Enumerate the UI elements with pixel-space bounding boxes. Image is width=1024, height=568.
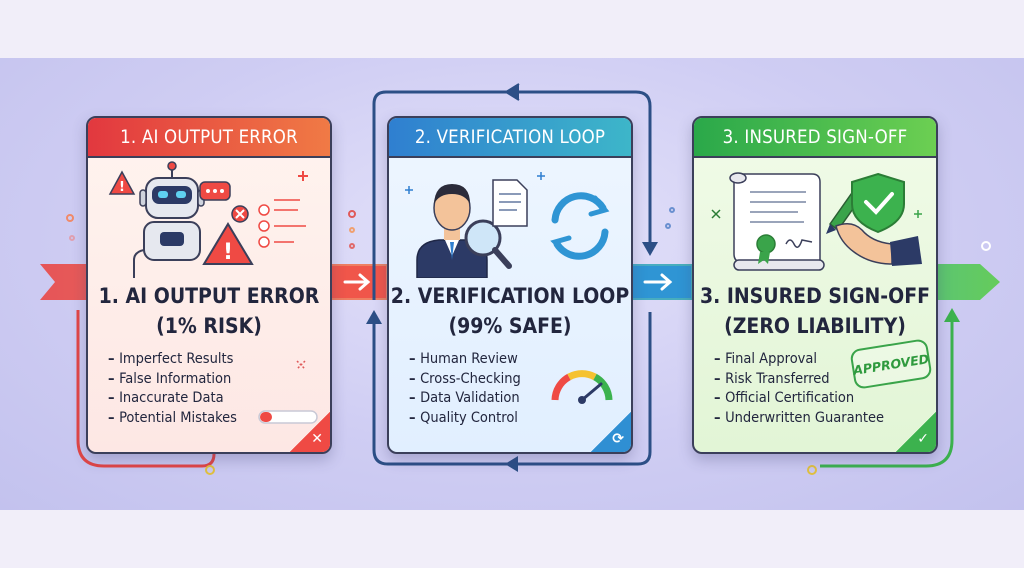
warning-icon: ! [108, 170, 136, 195]
list-item: Data Validation [409, 389, 521, 409]
error-speech-bubble-icon [199, 181, 231, 201]
card-title-line1: 1. AI OUTPUT ERROR [98, 284, 320, 308]
loop-arrow-left [366, 310, 382, 324]
card-item-list: Imperfect Results False Information Inac… [108, 350, 237, 428]
list-item: Final Approval [714, 350, 884, 370]
loop-arrow-right [642, 242, 658, 256]
robot-error-illustration: ! ! [108, 161, 308, 278]
seal-icon [756, 234, 776, 264]
left-red-loop [76, 310, 216, 468]
card-header: 2. VERIFICATION LOOP [389, 118, 631, 158]
card-header: 3. INSURED SIGN-OFF [694, 118, 936, 158]
card-verification-loop: 2. VERIFICATION LOOP 2. VERIFI [387, 116, 633, 454]
card-title-line2: (99% SAFE) [448, 314, 572, 338]
certificate-scroll-icon [729, 172, 825, 271]
list-item: False Information [108, 370, 237, 390]
list-item: Underwritten Guarantee [714, 409, 884, 429]
list-item: Risk Transferred [714, 370, 884, 390]
close-circle-icon [231, 205, 249, 223]
decorative-sparkles [66, 207, 991, 475]
refresh-cycle-icon [550, 192, 610, 260]
svg-text:!: ! [119, 180, 125, 195]
bottom-band [0, 510, 1024, 568]
check-icon: ✓ [917, 431, 929, 447]
human-review-illustration [405, 172, 610, 278]
svg-text:!: ! [223, 240, 233, 265]
card-item-list: Final Approval Risk Transferred Official… [714, 350, 884, 428]
card-item-list: Human Review Cross-Checking Data Validat… [409, 350, 521, 428]
card-title-line1: 2. VERIFICATION LOOP [390, 284, 630, 308]
sparkle-icon [296, 360, 306, 370]
list-item: Potential Mistakes [108, 409, 237, 429]
list-item: Cross-Checking [409, 370, 521, 390]
loop-arrow-top [504, 83, 520, 101]
document-icon [492, 179, 528, 227]
loop-arrow-bottom [505, 456, 518, 472]
card-header: 1. AI OUTPUT ERROR [88, 118, 330, 158]
arrow-chevron-2 [633, 266, 691, 298]
list-item: Imperfect Results [108, 350, 237, 370]
approved-stamp: APPROVED [849, 338, 933, 390]
robot-icon [133, 161, 205, 278]
checklist-icon [258, 199, 306, 248]
signature-line [785, 239, 813, 248]
list-item: Human Review [409, 350, 521, 370]
corner-badge: ⟳ [591, 412, 631, 452]
card-ai-output-error: 1. AI OUTPUT ERROR ! [86, 116, 332, 454]
loop-icon: ⟳ [612, 431, 624, 447]
gauge-icon [551, 370, 613, 404]
alert-triangle-icon: ! [202, 222, 254, 265]
right-green-loop [820, 316, 954, 468]
pen-hand-icon [826, 188, 922, 266]
corner-badge: ✓ [896, 412, 936, 452]
green-arrow-up [944, 308, 960, 322]
arrow-chevron-1 [332, 266, 386, 298]
corner-badge: ✕ [290, 412, 330, 452]
card-title-line1: 3. INSURED SIGN-OFF [699, 284, 931, 308]
magnifier-icon [464, 219, 512, 269]
sign-off-illustration [711, 172, 922, 271]
card-title-line2: (1% RISK) [156, 314, 262, 338]
top-band [0, 0, 1024, 58]
close-icon: ✕ [311, 431, 323, 447]
list-item: Official Certification [714, 389, 884, 409]
card-title-line2: (ZERO LIABILITY) [724, 314, 906, 338]
shield-check-icon [851, 172, 905, 234]
list-item: Inaccurate Data [108, 389, 237, 409]
card-insured-sign-off: 3. INSURED SIGN-OFF 3. INSURED S [692, 116, 938, 454]
list-item: Quality Control [409, 409, 521, 429]
